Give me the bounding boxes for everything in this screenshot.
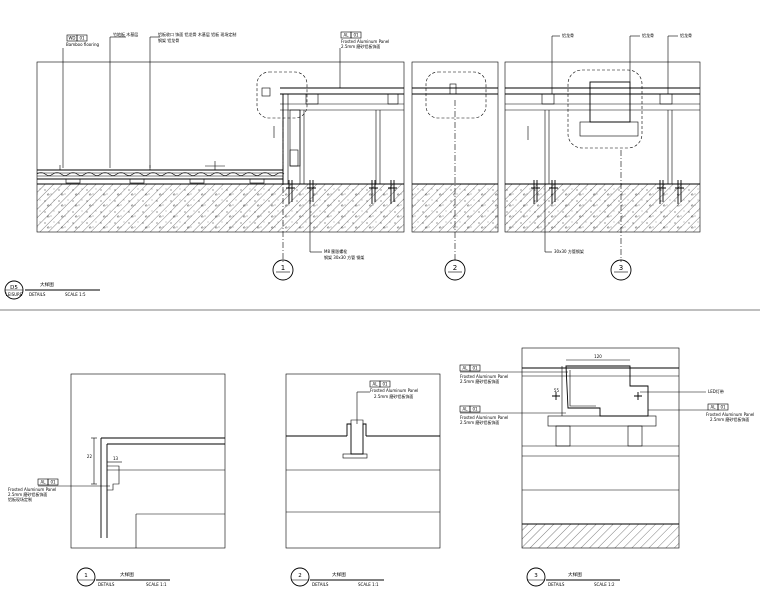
svg-text:铝龙骨: 铝龙骨 [680,32,692,38]
svg-text:钢架 30x30 方管 钢架: 钢架 30x30 方管 钢架 [324,254,364,260]
svg-text:2: 2 [453,264,457,272]
title-block-3: 3 大样图 DETAILS SCALE 1:2 [526,567,620,587]
bench-structure-b [412,71,498,119]
svg-text:SCALE 1:5: SCALE 1:5 [65,292,86,297]
svg-text:01: 01 [79,36,85,41]
svg-text:AL: AL [373,382,379,387]
svg-text:大样图: 大样图 [332,571,346,578]
svg-text:01: 01 [472,407,478,412]
callout-circle-2[interactable]: 2 [444,259,466,281]
svg-text:01: 01 [720,405,726,410]
svg-text:01: 01 [353,33,359,38]
svg-text:01: 01 [382,382,388,387]
svg-text:1: 1 [281,264,285,272]
svg-text:铝龙骨: 铝龙骨 [562,32,574,38]
svg-text:1: 1 [84,573,88,579]
svg-text:大样图: 大样图 [120,571,134,578]
svg-text:WD: WD [68,36,75,41]
svg-text:Frosted Aluminum Panel: Frosted Aluminum Panel [341,39,389,44]
svg-text:Frosted Aluminum Panel: Frosted Aluminum Panel [370,388,418,393]
leader-bamboo: WD 01 Bamboo flooring [62,34,100,168]
svg-text:120: 120 [594,354,602,359]
svg-text:铝龙骨: 铝龙骨 [642,32,654,38]
svg-text:01: 01 [50,480,56,485]
svg-text:DETAILS: DETAILS [548,582,565,587]
svg-text:22: 22 [87,454,93,459]
detail-1: 22 13 AL 01 Frosted Aluminum Panel 2.5mm… [8,373,226,549]
svg-text:铝板现场定制: 铝板现场定制 [8,496,32,502]
leader-top-right: 铝龙骨 铝龙骨 铝龙骨 [551,32,692,94]
svg-text:2.5mm 磨砂铝板饰面: 2.5mm 磨砂铝板饰面 [710,416,749,422]
title-block-top: D5 LEISURE 大样图 DETAILS SCALE 1:5 [4,280,100,300]
callout-circle-3[interactable]: 3 [610,259,632,281]
bench-structure-a [256,71,404,184]
ground-speck-c [505,184,700,232]
leader-note-1: 竹地板 木基层 [109,31,138,168]
svg-text:2.5mm 磨砂铝板饰面: 2.5mm 磨砂铝板饰面 [374,393,413,399]
svg-text:2.5mm 磨砂铝板饰面: 2.5mm 磨砂铝板饰面 [460,378,499,384]
svg-text:LED灯带: LED灯带 [708,388,724,394]
svg-text:大样图: 大样图 [568,571,582,578]
svg-text:AL: AL [41,480,47,485]
svg-text:Frosted Aluminum Panel: Frosted Aluminum Panel [706,412,754,417]
svg-text:13: 13 [113,456,119,461]
detail-2: AL 01 Frosted Aluminum Panel 2.5mm 磨砂铝板饰… [285,373,441,549]
leader-frosted-top: AL 01 Frosted Aluminum Panel 2.5mm 磨砂铝板饰… [339,31,389,88]
callout-circle-1[interactable]: 1 [272,259,294,281]
svg-text:Frosted Aluminum Panel: Frosted Aluminum Panel [8,487,56,492]
svg-text:SCALE 1:1: SCALE 1:1 [358,582,379,587]
svg-text:3: 3 [619,264,623,272]
svg-text:D5: D5 [10,285,18,291]
svg-text:DETAILS: DETAILS [98,582,115,587]
svg-text:2.5mm 磨砂铝板饰面: 2.5mm 磨砂铝板饰面 [341,43,380,49]
leader-bottom-1: M8 膨胀螺栓 钢架 30x30 方管 钢架 [309,204,364,260]
svg-text:AL: AL [463,366,469,371]
svg-text:Bamboo flooring: Bamboo flooring [66,42,100,47]
svg-text:DETAILS: DETAILS [312,582,329,587]
svg-text:2.5mm 磨砂铝板饰面: 2.5mm 磨砂铝板饰面 [460,419,499,425]
svg-text:SCALE 1:2: SCALE 1:2 [594,582,615,587]
detail-3: 120 55 AL 01 Frosted Aluminum Panel 2.5m… [459,347,754,549]
title-block-2: 2 大样图 DETAILS SCALE 1:1 [290,567,384,587]
leader-note-2: 铝板收口 饰面 铝龙骨 木基层 铝板 现场定制 钢架 铝龙骨 [149,31,236,168]
svg-text:SCALE 1:1: SCALE 1:1 [146,582,167,587]
svg-text:LEISURE: LEISURE [6,292,23,297]
top-section-detail: 1 2 3 WD 01 Bamboo flooring 竹地板 木基层 [4,31,701,300]
floor-layers [36,161,285,184]
anchor-bolts-a [286,180,397,204]
svg-text:AL: AL [344,33,350,38]
svg-text:铝板收口 饰面 铝龙骨 木基层 铝板 现场定制: 铝板收口 饰面 铝龙骨 木基层 铝板 现场定制 [158,31,236,37]
svg-text:55: 55 [554,388,560,393]
svg-text:M8 膨胀螺栓: M8 膨胀螺栓 [324,248,347,254]
leader-bottom-3: 30x30 方管钢架 [544,184,584,254]
svg-text:钢架 铝龙骨: 钢架 铝龙骨 [158,37,179,43]
svg-text:AL: AL [463,407,469,412]
svg-text:Frosted Aluminum Panel: Frosted Aluminum Panel [460,374,508,379]
svg-text:01: 01 [472,366,478,371]
svg-text:Frosted Aluminum Panel: Frosted Aluminum Panel [460,415,508,420]
svg-text:2.5mm 磨砂铝板饰面: 2.5mm 磨砂铝板饰面 [8,491,47,497]
svg-text:2: 2 [298,573,302,579]
bench-structure-c [505,69,700,204]
svg-text:AL: AL [711,405,717,410]
svg-text:3: 3 [534,573,538,579]
title-block-1: 1 大样图 DETAILS SCALE 1:1 [76,567,170,587]
svg-text:30x30 方管钢架: 30x30 方管钢架 [554,248,584,254]
svg-text:竹地板 木基层: 竹地板 木基层 [113,31,138,37]
ground-speck-a [37,184,404,232]
svg-text:DETAILS: DETAILS [29,292,46,297]
svg-text:大样图: 大样图 [40,281,54,288]
